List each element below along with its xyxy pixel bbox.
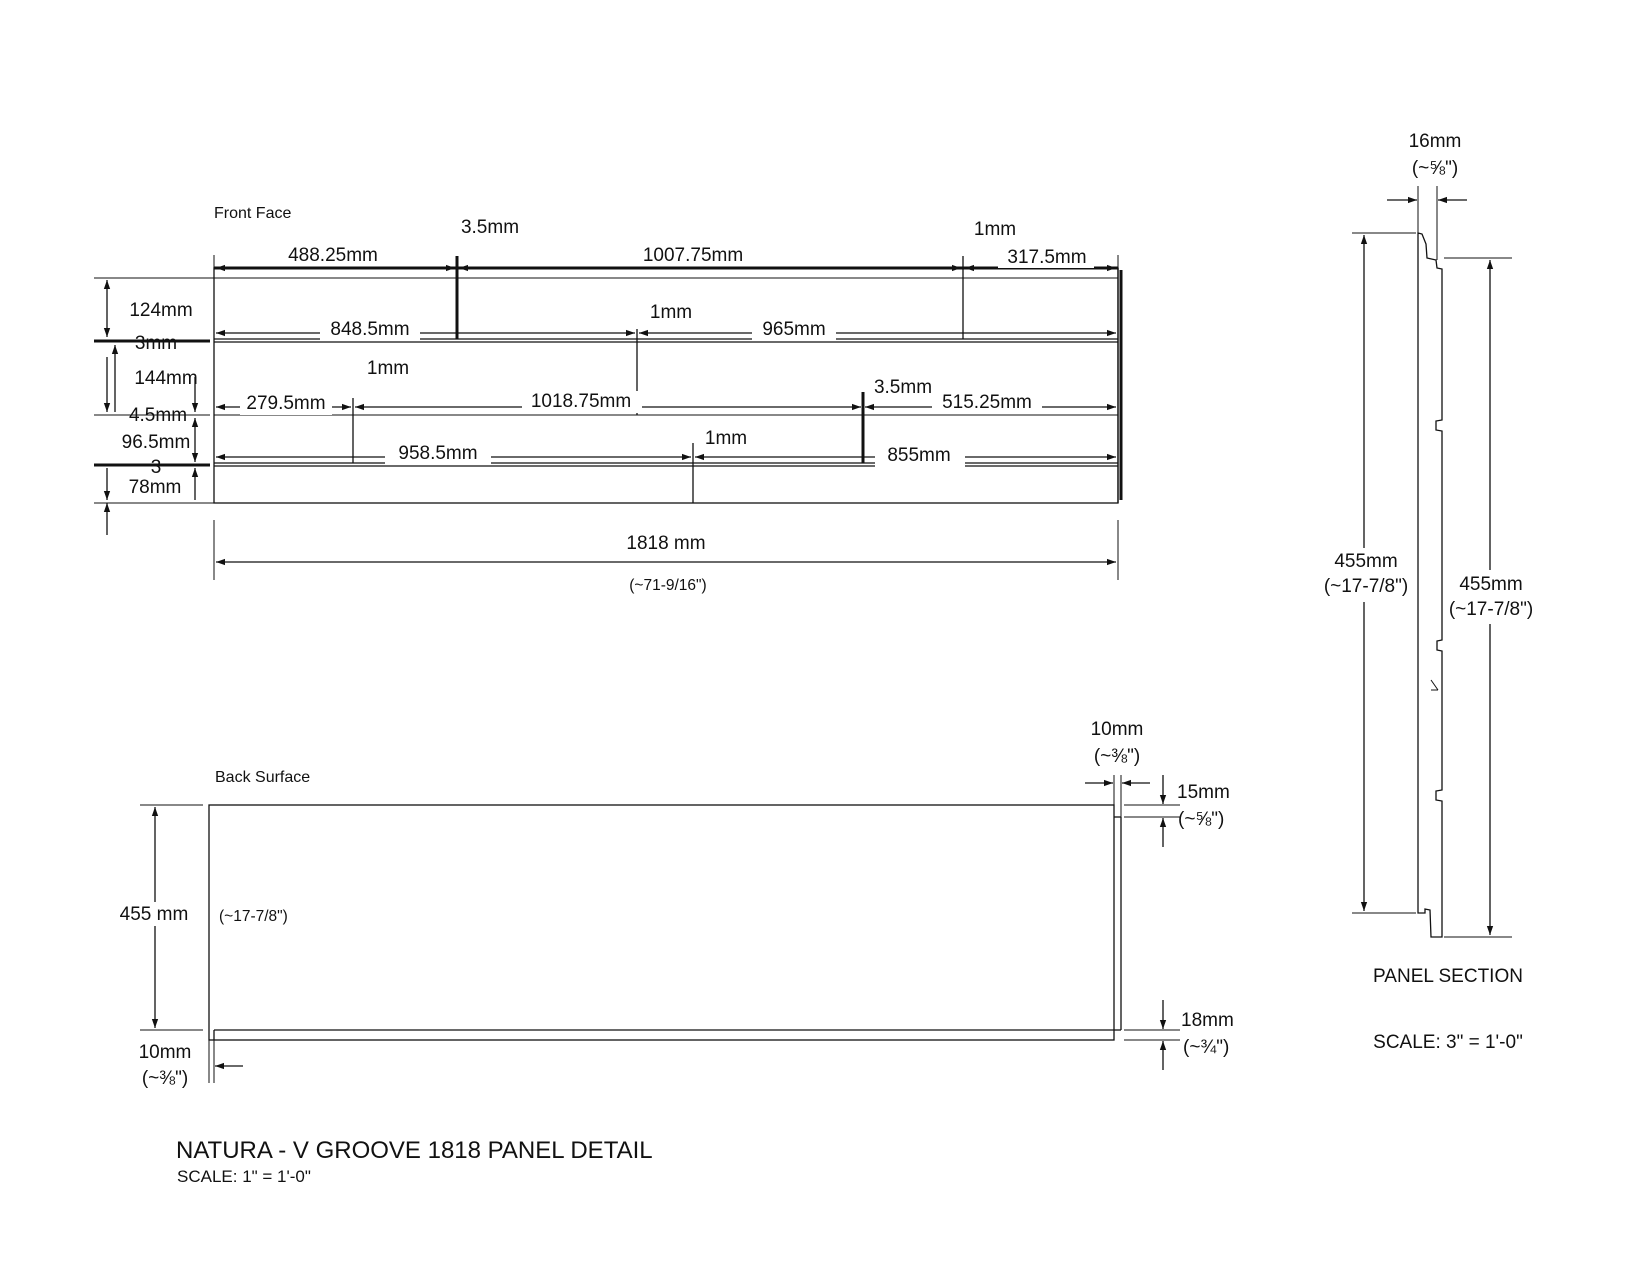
bottom-left-width-imperial: (~⅜"): [142, 1068, 188, 1089]
title-block: NATURA - V GROOVE 1818 PANEL DETAIL SCAL…: [176, 1137, 653, 1186]
overall-width-imperial: (~71-9/16"): [629, 577, 706, 594]
dim-row4-seg2: 855mm: [887, 445, 950, 466]
dim-height-2: 3mm: [135, 333, 177, 354]
front-face-label: Front Face: [214, 205, 291, 222]
section-right-height: 455mm: [1459, 574, 1522, 595]
top-right-width: 10mm: [1091, 719, 1144, 740]
top-right-width-imperial: (~⅜"): [1094, 746, 1140, 767]
top-lip: 15mm: [1177, 782, 1230, 803]
dim-row3-gap-b: 3.5mm: [874, 377, 932, 398]
dim-row1-seg2: 1007.75mm: [643, 245, 743, 266]
panel-section-title: PANEL SECTION: [1373, 966, 1523, 987]
dim-row1-seg1: 488.25mm: [288, 245, 378, 266]
dim-height-7: 78mm: [129, 477, 182, 498]
back-height: 455 mm: [120, 904, 189, 925]
front-face-view: Front Face 488.25mm 1007.75mm 317.5mm 3.: [94, 205, 1123, 594]
dim-row4-gap: 1mm: [705, 428, 747, 449]
dim-height-1: 124mm: [129, 300, 192, 321]
dim-row2-seg1: 848.5mm: [330, 319, 409, 340]
panel-section-view: 16mm (~⅝") 455mm (~17-7/8") 455mm (~17-7…: [1320, 131, 1540, 1053]
section-thickness: 16mm: [1409, 131, 1462, 152]
bottom-lip-imperial: (~¾"): [1183, 1037, 1229, 1058]
back-height-imperial: (~17-7/8"): [219, 908, 288, 925]
section-left-height-imperial: (~17-7/8"): [1324, 576, 1408, 597]
section-right-height-imperial: (~17-7/8"): [1449, 599, 1533, 620]
section-thickness-imperial: (~⅝"): [1412, 158, 1458, 179]
dim-row2-gap: 1mm: [650, 302, 692, 323]
dim-row4-seg1: 958.5mm: [398, 443, 477, 464]
top-lip-imperial: (~⅝"): [1178, 809, 1224, 830]
dim-row2-seg2: 965mm: [762, 319, 825, 340]
back-surface-label: Back Surface: [215, 769, 310, 786]
drawing-title: NATURA - V GROOVE 1818 PANEL DETAIL: [176, 1137, 653, 1164]
bottom-lip: 18mm: [1181, 1010, 1234, 1031]
bottom-left-width: 10mm: [139, 1042, 192, 1063]
drawing-scale: SCALE: 1" = 1'-0": [177, 1167, 311, 1186]
dim-row1-gap-a: 3.5mm: [461, 217, 519, 238]
dim-row3-seg1: 279.5mm: [246, 393, 325, 414]
overall-width: 1818 mm: [626, 533, 705, 554]
dim-row1-gap-b: 1mm: [974, 219, 1016, 240]
dim-row1-seg3: 317.5mm: [1007, 247, 1086, 268]
dim-row3-seg2: 1018.75mm: [531, 391, 631, 412]
back-surface-outline: [208, 804, 1115, 1041]
back-surface-view: Back Surface 455 mm (~17-7/8") 10mm (~⅜"…: [112, 719, 1234, 1089]
panel-section-profile: [1417, 232, 1443, 938]
dim-height-5: 96.5mm: [122, 432, 191, 453]
dim-height-4: 4.5mm: [129, 405, 187, 426]
dim-row3-seg3: 515.25mm: [942, 392, 1032, 413]
panel-section-scale: SCALE: 3" = 1'-0": [1373, 1032, 1523, 1053]
dim-height-6: 3: [151, 457, 162, 478]
dim-height-3: 144mm: [134, 368, 197, 389]
dim-row3-gap-a: 1mm: [367, 358, 409, 379]
section-left-height: 455mm: [1334, 551, 1397, 572]
